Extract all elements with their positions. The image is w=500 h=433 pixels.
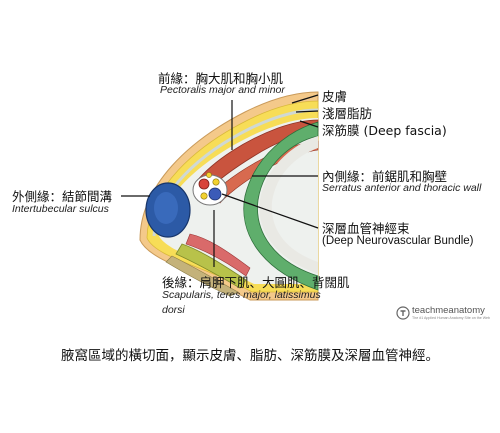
- label-bundle-en: (Deep Neurovascular Bundle): [322, 235, 474, 247]
- label-bundle-zh: 深層血管神經束: [322, 221, 410, 236]
- label-medial-en: Serratus anterior and thoracic wall: [322, 182, 482, 194]
- leader-fascia: [299, 120, 319, 128]
- label-posterior-en-line2: dorsi: [162, 304, 185, 316]
- brachial-plexus-nerve-2: [200, 192, 208, 200]
- label-skin: 皮膚: [322, 89, 348, 104]
- leader-bundle: [221, 193, 319, 229]
- serratus-anterior-muscle: [259, 136, 318, 274]
- label-lateral-zh: 外側緣：結節間溝: [12, 189, 113, 204]
- neurovascular-bundle: [192, 172, 228, 206]
- axillary-vein: [208, 187, 222, 201]
- brachial-plexus-nerve-1: [212, 178, 220, 186]
- leader-skin: [291, 94, 319, 104]
- leader-fat: [295, 110, 319, 113]
- label-posterior-zh: 後緣：肩胛下肌、大圓肌、背闊肌: [162, 275, 350, 290]
- teachmeanatomy-logo: teachmeanatomy The #1 Applied Human Anat…: [396, 304, 496, 324]
- label-deep-fascia: 深筋膜 (Deep fascia): [322, 123, 447, 138]
- humerus-inner: [154, 192, 178, 224]
- subscapularis-muscle: [175, 243, 247, 289]
- label-anterior-en: Pectoralis major and minor: [160, 84, 285, 96]
- label-superficial-fat: 淺層脂肪: [322, 106, 373, 121]
- logo-wordmark: teachmeanatomy: [412, 305, 485, 316]
- teres-major-muscle: [185, 233, 251, 277]
- figure-caption: 腋窩區域的橫切面，顯示皮膚、脂肪、深筋膜及深層血管神經。: [61, 348, 439, 364]
- label-posterior-en-line1: Scapularis, teres major, latissimus: [162, 289, 321, 301]
- leader-lines: [121, 94, 319, 267]
- label-medial-zh: 內側緣：前鋸肌和胸壁: [322, 169, 448, 184]
- thoracic-wall: [243, 121, 319, 291]
- axillary-artery: [198, 178, 210, 190]
- label-lateral-en: Intertubecular sulcus: [12, 203, 109, 215]
- teachmeanatomy-logo-icon: [396, 306, 410, 320]
- axillary-sheath: [192, 174, 228, 206]
- latissimus-dorsi-muscle: [165, 255, 239, 297]
- logo-tagline: The #1 Applied Human Anatomy Site on the…: [412, 316, 491, 320]
- label-anterior-zh: 前緣：胸大肌和胸小肌: [158, 71, 284, 86]
- brachial-plexus-nerve-3: [206, 172, 212, 178]
